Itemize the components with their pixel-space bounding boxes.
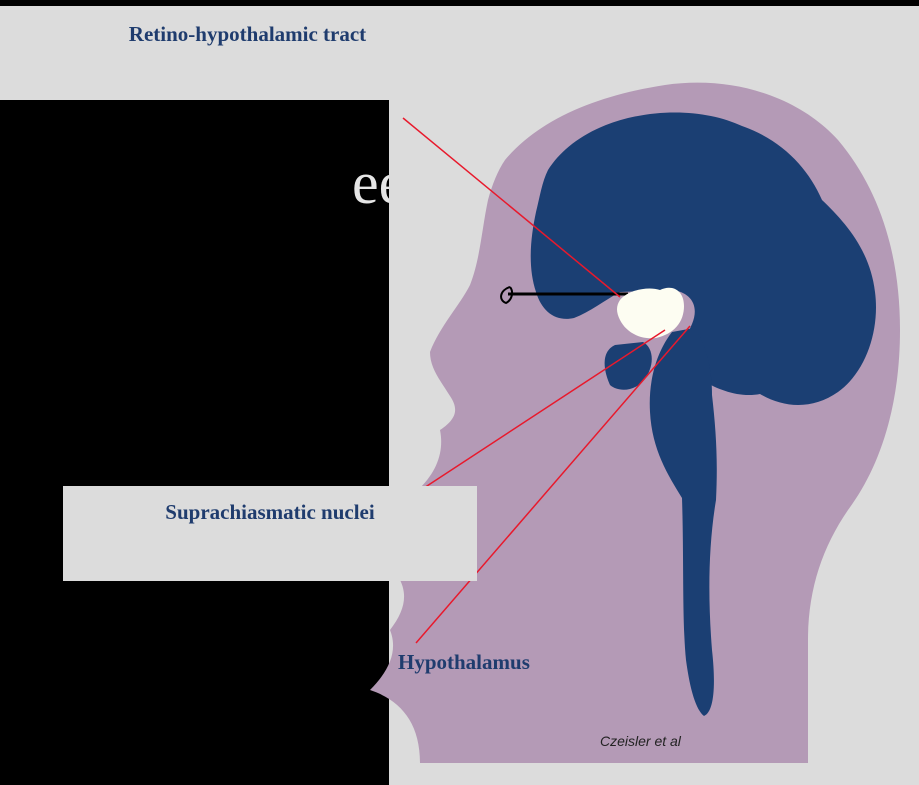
source-credit: Czeisler et al <box>600 733 681 749</box>
scn-label: Suprachiasmatic nuclei <box>63 486 477 581</box>
hypothalamus-label: Hypothalamus <box>398 650 530 675</box>
tract-label: Retino-hypothalamic tract <box>0 6 495 100</box>
